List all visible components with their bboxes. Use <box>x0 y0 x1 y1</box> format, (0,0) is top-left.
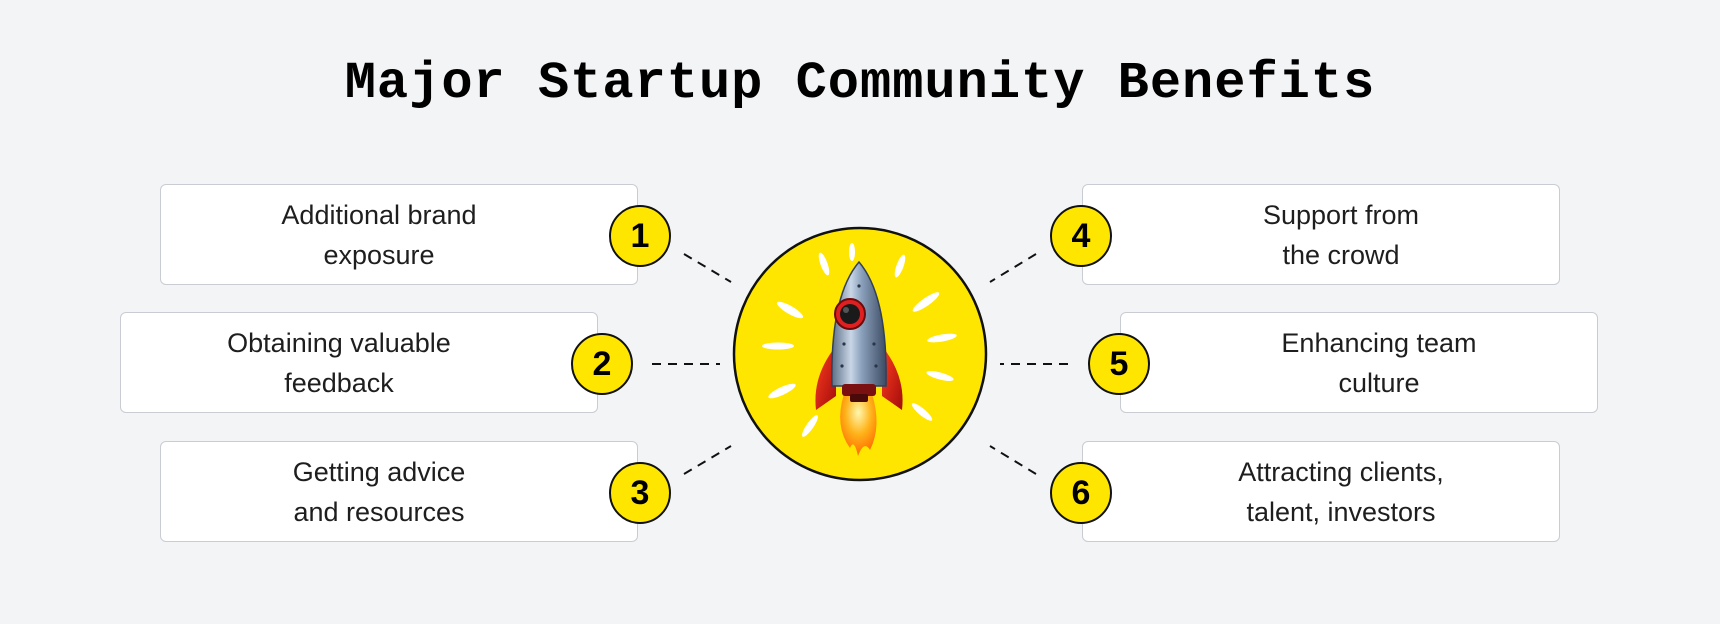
benefit-text: Getting advice and resources <box>292 456 466 527</box>
connector-3 <box>683 445 732 475</box>
benefit-card-6: Attracting clients, talent, investors <box>1082 441 1560 542</box>
benefit-number-badge: 1 <box>609 205 671 267</box>
benefit-text: Attracting clients, talent, investors <box>1238 456 1444 527</box>
benefit-text: Obtaining valuable feedback <box>227 327 451 398</box>
connector-6 <box>989 445 1037 475</box>
connector-1 <box>683 253 732 283</box>
connector-4 <box>989 253 1037 283</box>
benefit-number-badge: 2 <box>571 333 633 395</box>
benefit-card-1: Additional brand exposure <box>160 184 638 285</box>
benefit-text: Additional brand exposure <box>281 199 477 270</box>
benefit-card-3: Getting advice and resources <box>160 441 638 542</box>
benefit-card-5: Enhancing team culture <box>1120 312 1598 413</box>
diagram-title: Major Startup Community Benefits <box>344 54 1376 113</box>
rocket-icon <box>732 226 988 482</box>
benefit-number-badge: 3 <box>609 462 671 524</box>
benefit-number-badge: 5 <box>1088 333 1150 395</box>
benefit-number-badge: 6 <box>1050 462 1112 524</box>
benefit-text: Support from the crowd <box>1262 199 1420 270</box>
benefit-card-2: Obtaining valuable feedback <box>120 312 598 413</box>
benefit-number-badge: 4 <box>1050 205 1112 267</box>
benefit-card-4: Support from the crowd <box>1082 184 1560 285</box>
benefit-text: Enhancing team culture <box>1281 327 1477 398</box>
